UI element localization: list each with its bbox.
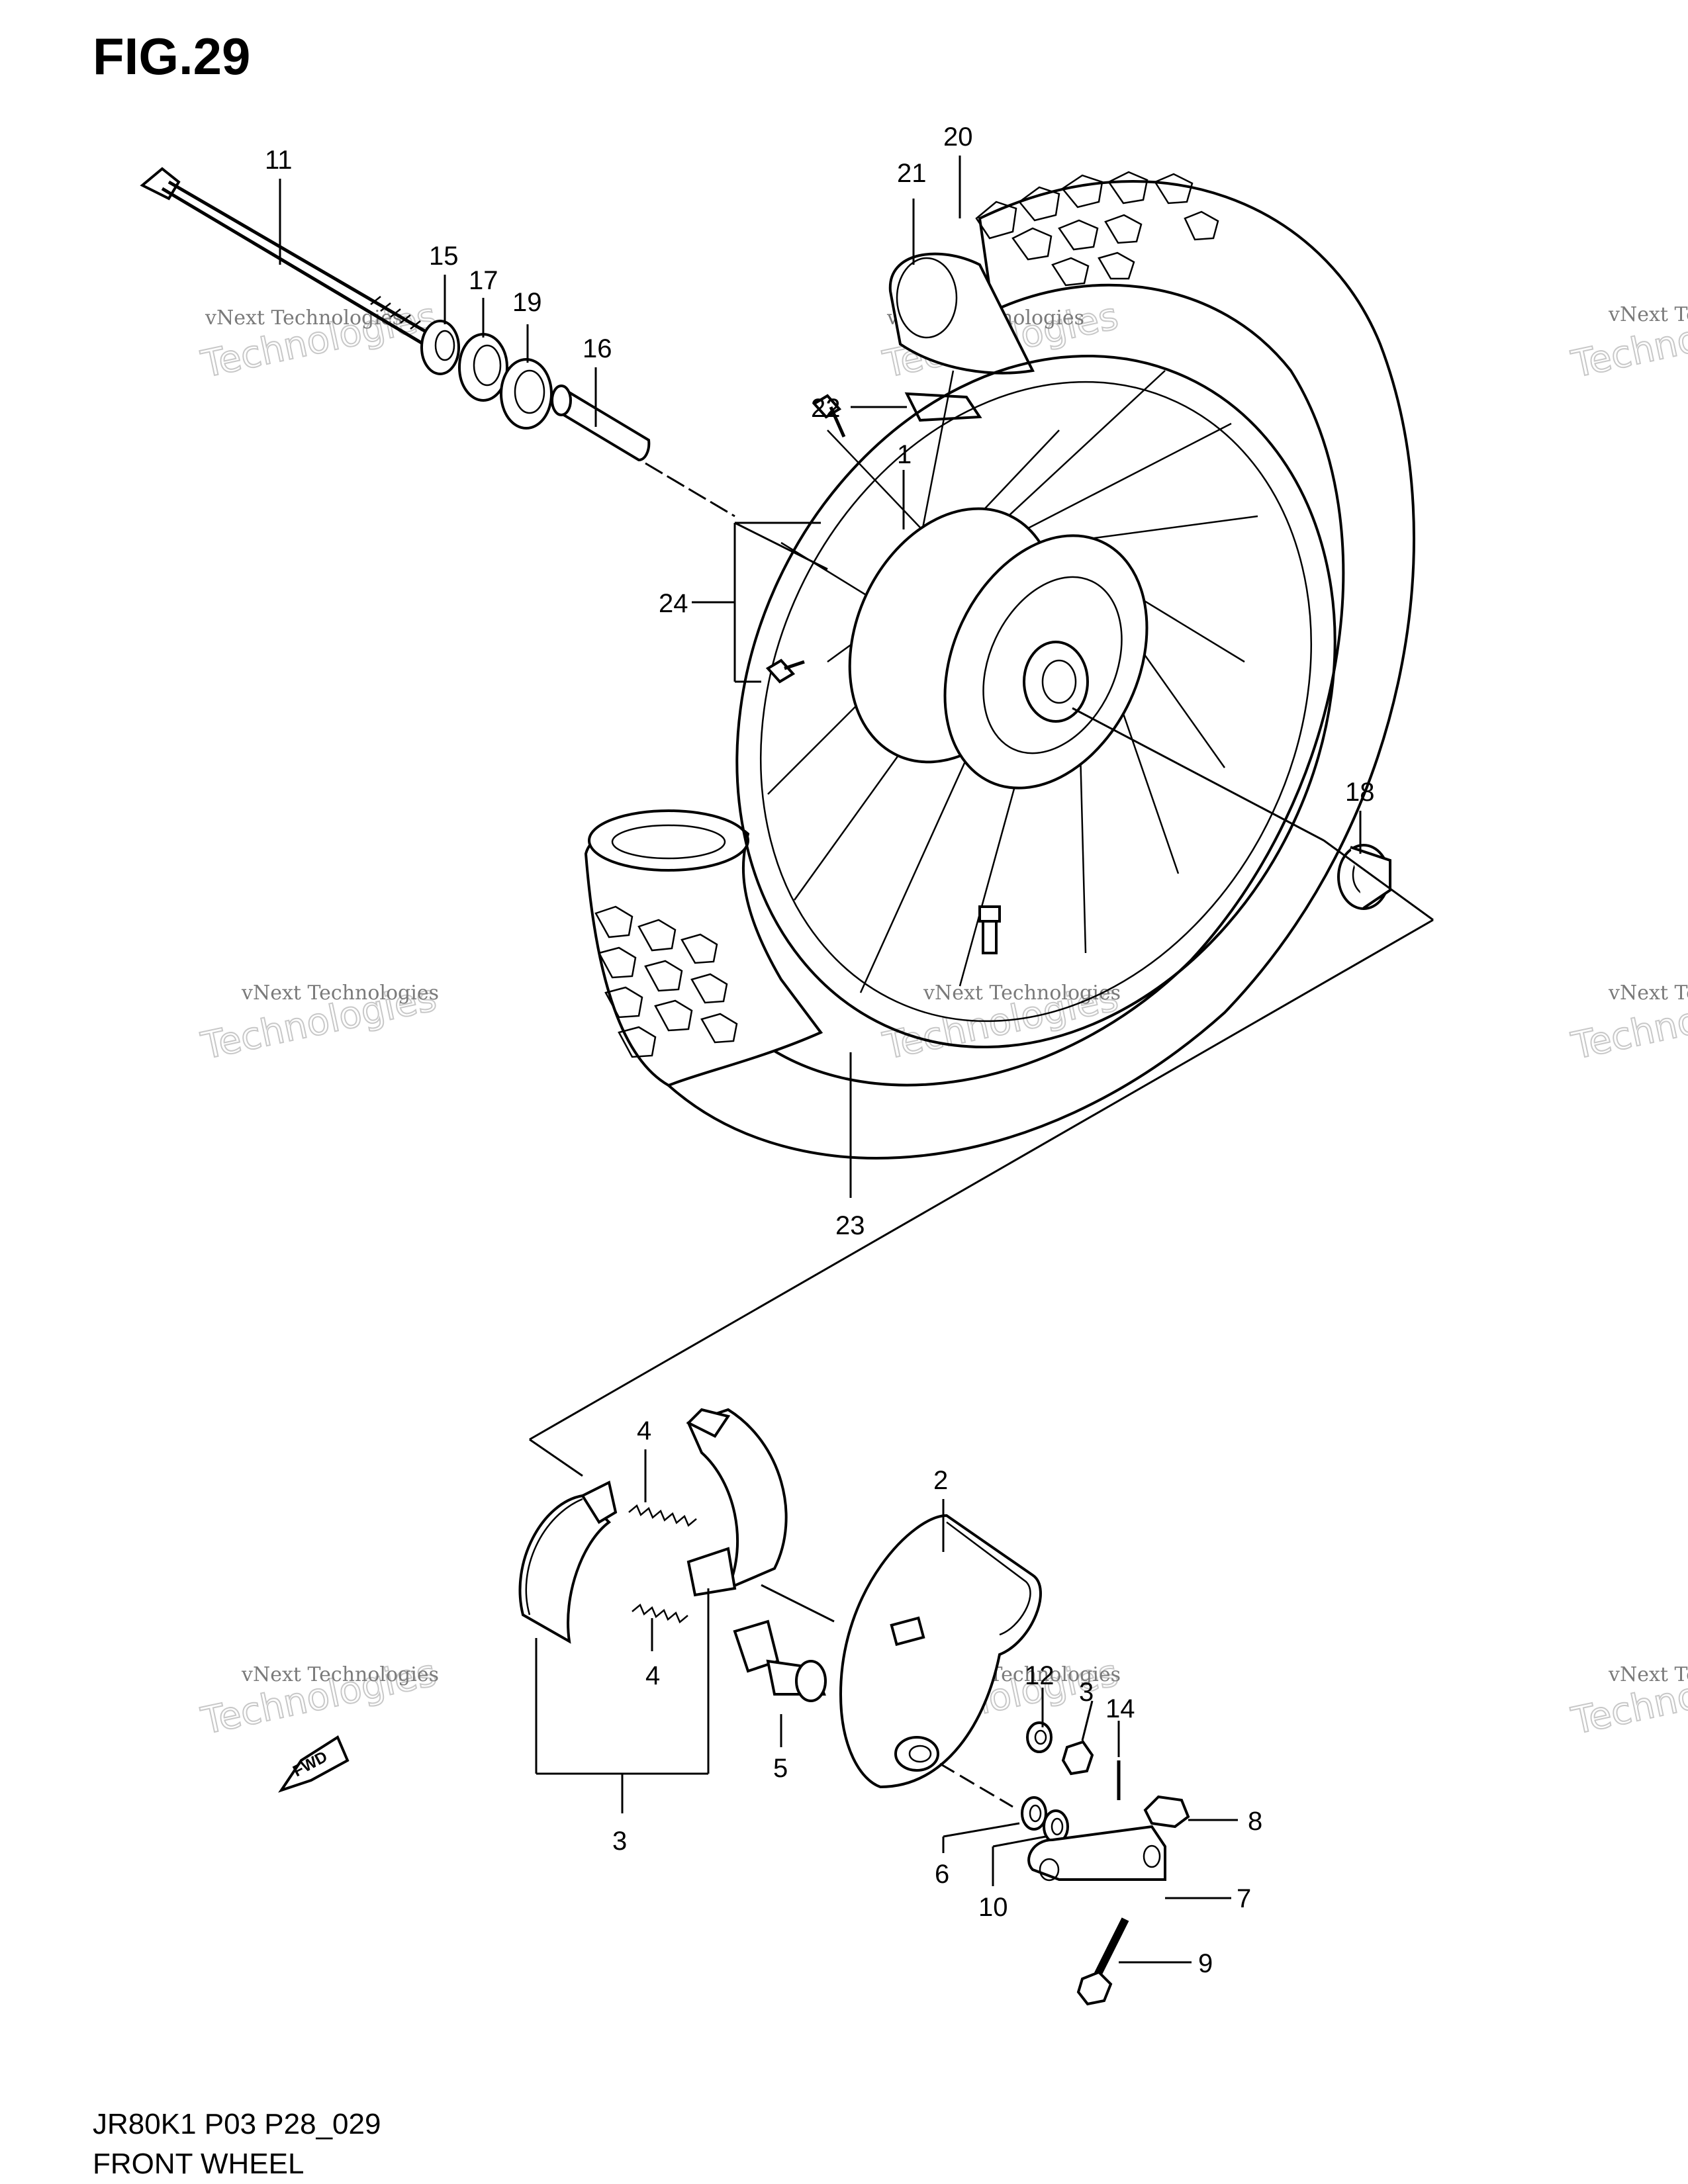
callout-2: 2 (933, 1466, 948, 1495)
leader-lines (279, 156, 1362, 1964)
wheel-hub (848, 507, 1149, 790)
callout-10: 10 (978, 1893, 1008, 1922)
bearing-spacer (551, 385, 735, 518)
assembly-frame (529, 839, 1434, 1477)
watermark-text: vNext Technologies (205, 306, 402, 330)
callout-21: 21 (897, 159, 927, 188)
brake-shoe-upper (686, 1408, 788, 1597)
callout-7: 7 (1237, 1884, 1251, 1913)
watermark-text: vNext Technologies (241, 1663, 439, 1686)
shoe-bracket-lines (535, 1588, 710, 1813)
washer-and-nut (1026, 1721, 1121, 1800)
wheel-rim (735, 354, 1336, 1049)
callout-24: 24 (659, 589, 688, 618)
fwd-direction-badge: FWD (278, 1735, 350, 1793)
wheel-bearing (500, 358, 553, 430)
cam-washers (1021, 1796, 1069, 1844)
callout-20: 20 (943, 122, 973, 152)
callout-1: 1 (897, 440, 912, 469)
callout-8: 8 (1248, 1807, 1262, 1836)
watermark-text: vNext Technologies (1608, 981, 1688, 1005)
watermark-text: vNext Technologies (1608, 1663, 1688, 1686)
callout-14: 14 (1105, 1694, 1135, 1723)
callout-15: 15 (429, 242, 459, 271)
model-code: JR80K1 P03 P28_029 (93, 2108, 381, 2140)
callout-12: 12 (1025, 1661, 1055, 1690)
callout-9: 9 (1198, 1949, 1213, 1978)
callout-16: 16 (583, 334, 612, 363)
callout-17: 17 (469, 266, 498, 295)
rim-lock-screws (734, 394, 846, 684)
watermark-text: vNext Technologies (923, 981, 1121, 1005)
callout-3-nut: 3 (1079, 1678, 1094, 1707)
tire-valve (978, 905, 1001, 954)
axle-collar (420, 320, 460, 375)
callout-3-shoes: 3 (612, 1827, 627, 1856)
front-tire (584, 171, 1415, 1160)
callout-22: 22 (811, 394, 841, 423)
callout-23: 23 (835, 1211, 865, 1240)
brake-shoe-springs (628, 1504, 697, 1624)
section-name: FRONT WHEEL (93, 2148, 305, 2180)
brake-panel (761, 1514, 1042, 1808)
wheel-bearing-right (1337, 844, 1391, 910)
lever-nut (1143, 1795, 1190, 1829)
cam-lever (1027, 1825, 1166, 1882)
callout-19: 19 (512, 288, 542, 317)
brake-shoe-lower (518, 1480, 618, 1644)
brake-camshaft (733, 1619, 827, 1747)
watermark-text: vNext Technologies (241, 981, 439, 1005)
callout-4-upper: 4 (637, 1416, 651, 1445)
watermark-text: vNext Technologies (1608, 303, 1688, 326)
callout-5: 5 (773, 1754, 788, 1783)
lever-bolt (1076, 1917, 1129, 2006)
callout-labels: 11 15 17 19 16 20 21 22 1 24 18 23 4 4 3… (265, 122, 1375, 1978)
figure-title: FIG.29 (93, 27, 251, 85)
callout-18: 18 (1345, 778, 1375, 807)
front-axle (140, 167, 432, 346)
inner-tube (888, 252, 1035, 375)
callout-11: 11 (265, 146, 293, 175)
assembly-line (1072, 707, 1325, 842)
callout-6: 6 (935, 1860, 949, 1889)
callout-4-lower: 4 (645, 1661, 660, 1690)
